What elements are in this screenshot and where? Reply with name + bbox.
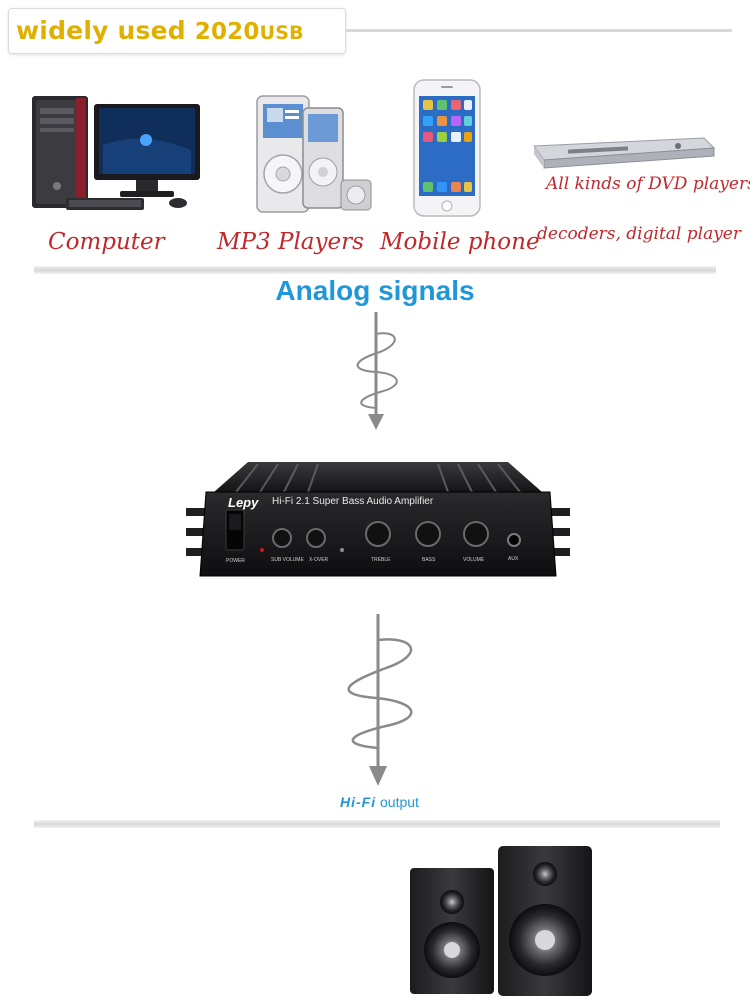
label-treble: TREBLE [371, 557, 391, 563]
label-power: POWER [226, 558, 245, 564]
analog-signals-label: Analog signals [275, 275, 475, 306]
label-volume: VOLUME [463, 557, 485, 563]
label-sub-volume: SUB VOLUME [271, 557, 304, 563]
amplifier-model: Hi-Fi 2.1 Super Bass Audio Amplifier [272, 496, 434, 507]
caption-mp3: MP3 Players [217, 229, 364, 255]
title-suffix: USB [259, 22, 304, 44]
computer-icon [32, 96, 200, 210]
label-aux: AUX [508, 556, 519, 562]
label-bass: BASS [422, 557, 436, 563]
dvd-player-icon [533, 137, 716, 169]
signal-arrow-icon [356, 312, 398, 430]
title-text: widely used [16, 16, 186, 45]
caption-dvd-line1: All kinds of DVD players, [546, 174, 750, 194]
page-title: widely used 2020USB [16, 16, 304, 45]
hifi-prefix: Hi-Fi [340, 794, 377, 810]
divider-bottom [34, 820, 720, 828]
title-rule [346, 29, 732, 32]
mp3-player-icon [256, 95, 372, 213]
amplifier-image [186, 462, 570, 577]
label-xover: X-OVER [309, 557, 329, 563]
divider-top [34, 266, 716, 274]
title-box [8, 8, 346, 54]
caption-mobile-phone: Mobile phone [380, 229, 540, 255]
mobile-phone-icon [413, 79, 481, 217]
amplifier-brand: Lepy [228, 495, 259, 510]
hifi-output-label: Hi-Fi output [340, 794, 419, 810]
caption-dvd-line2: decoders, digital player [537, 224, 741, 244]
caption-computer: Computer [48, 229, 165, 255]
title-model: 2020 [194, 19, 260, 45]
speakers-icon [410, 846, 592, 996]
hifi-suffix: output [380, 794, 419, 810]
output-arrow-icon [347, 614, 413, 786]
